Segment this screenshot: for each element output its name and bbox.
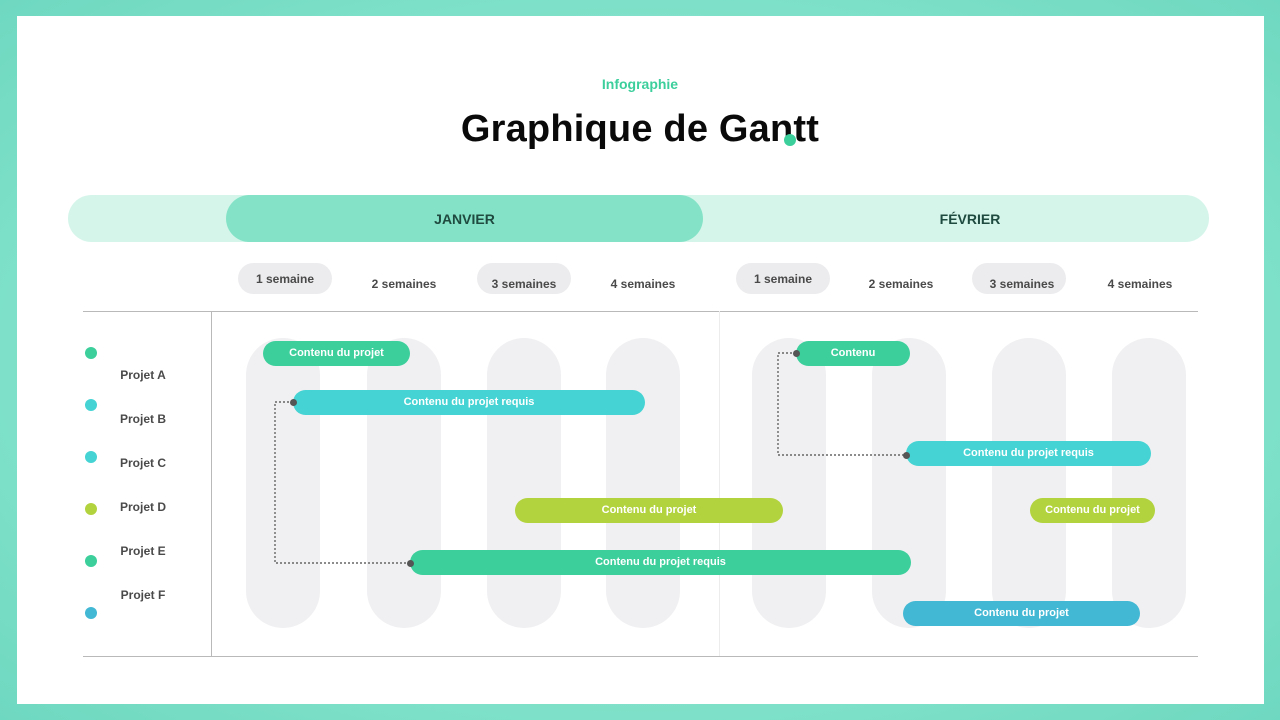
- title-accent-dot: [784, 134, 796, 146]
- page-title: Graphique de Gantt: [460, 108, 820, 150]
- task-bar[interactable]: Contenu du projet: [903, 601, 1140, 626]
- week-label: 1 semaine: [753, 272, 813, 286]
- week-column: [367, 338, 441, 628]
- dependency-dot: [903, 452, 910, 459]
- project-label-a: Projet A: [120, 368, 166, 382]
- project-label-c: Projet C: [119, 456, 166, 470]
- dependency-line: [777, 352, 906, 456]
- month-highlight-janvier: [226, 195, 703, 242]
- week-pill: [736, 263, 830, 294]
- project-dot: [85, 555, 97, 567]
- week-pill: [477, 263, 571, 294]
- project-dot: [85, 347, 97, 359]
- week-column: [606, 338, 680, 628]
- week-column: [246, 338, 320, 628]
- week-label: 1 semaine: [255, 272, 315, 286]
- week-pill: [238, 263, 332, 294]
- week-label: 3 semaines: [491, 277, 557, 291]
- project-label-d: Projet D: [119, 500, 166, 514]
- grid-bottom-line: [83, 656, 1198, 657]
- week-column: [1112, 338, 1186, 628]
- project-dot: [85, 399, 97, 411]
- grid-top-line: [83, 311, 1198, 312]
- grid-month-divider: [719, 311, 720, 656]
- week-label: 2 semaines: [371, 277, 437, 291]
- week-label: 3 semaines: [989, 277, 1055, 291]
- dependency-dot: [290, 399, 297, 406]
- project-label-e: Projet E: [120, 544, 166, 558]
- month-label-fevrier: FÉVRIER: [939, 211, 1001, 227]
- task-bar[interactable]: Contenu du projet: [1030, 498, 1155, 523]
- week-pill: [972, 263, 1066, 294]
- project-dot: [85, 451, 97, 463]
- week-label: 4 semaines: [610, 277, 676, 291]
- task-bar[interactable]: Contenu du projet: [263, 341, 410, 366]
- dependency-line: [274, 401, 410, 564]
- project-label-f: Projet F: [120, 588, 166, 602]
- week-column: [872, 338, 946, 628]
- task-bar[interactable]: Contenu du projet requis: [410, 550, 911, 575]
- month-label-janvier: JANVIER: [434, 211, 495, 227]
- week-label: 4 semaines: [1107, 277, 1173, 291]
- project-label-b: Projet B: [119, 412, 166, 426]
- project-dot: [85, 503, 97, 515]
- project-dot: [85, 607, 97, 619]
- dependency-dot: [793, 350, 800, 357]
- week-column: [992, 338, 1066, 628]
- task-bar[interactable]: Contenu du projet requis: [906, 441, 1151, 466]
- week-column: [487, 338, 561, 628]
- week-label: 2 semaines: [868, 277, 934, 291]
- task-bar[interactable]: Contenu: [796, 341, 910, 366]
- grid-label-divider: [211, 311, 212, 656]
- task-bar[interactable]: Contenu du projet: [515, 498, 783, 523]
- dependency-dot: [407, 560, 414, 567]
- week-column: [752, 338, 826, 628]
- task-bar[interactable]: Contenu du projet requis: [293, 390, 645, 415]
- subtitle: Infographie: [601, 76, 679, 92]
